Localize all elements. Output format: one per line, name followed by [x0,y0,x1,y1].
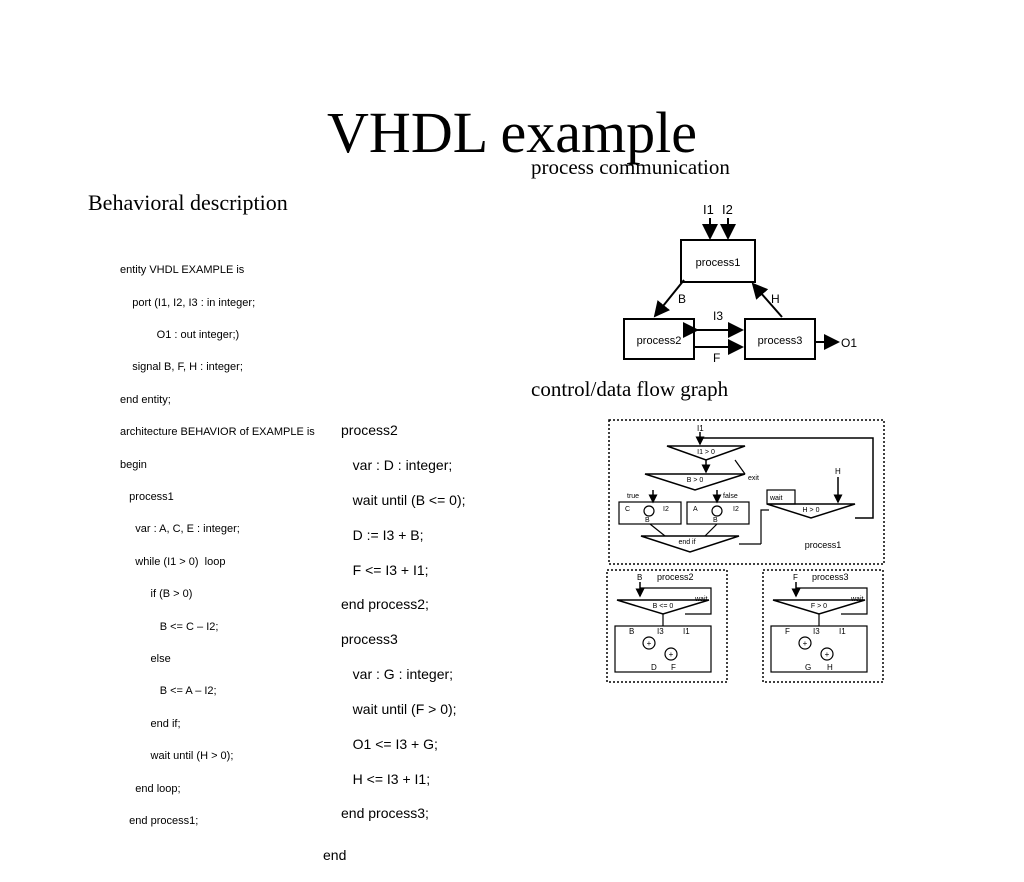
cdfg-exit: exit [748,475,759,482]
process3-label: process3 [758,335,803,347]
code-line: end process1; [120,815,199,828]
process3-node [744,318,816,360]
code-line: D := I3 + B; [341,526,424,543]
code-line: var : G : integer; [341,666,454,683]
cdfg-cond1: I1 > 0 [697,449,715,456]
cdfg-p2-out-d: D [651,663,657,672]
cdfg-p2-op2: + [669,650,674,659]
code-line: process3 [341,631,398,648]
signal-b-label: B [678,292,686,306]
cdfg-wait: wait [769,495,783,502]
cdfg-p3-label: process3 [812,572,849,582]
code-line: var : D : integer; [341,457,453,474]
code-line: end entity; [120,393,171,406]
code-block-process2-3: process2 var : D : integer; wait until (… [323,405,466,882]
code-line: B <= C – I2; [120,620,219,633]
cdfg-p3-out-h: H [827,663,833,672]
code-line: B <= A – I2; [120,685,217,698]
cdfg-p3-input: F [793,573,798,582]
code-line: H <= I3 + I1; [341,770,431,787]
slide-title: VHDL example [327,100,697,165]
signal-f-label: F [713,351,720,365]
process2-label: process2 [637,335,682,347]
input-i1-label: I1 [703,202,714,217]
code-line: while (I1 > 0) loop [120,555,226,568]
cdfg-p3-out-g: G [805,663,811,672]
code-line: else [120,653,171,666]
cdfg-p3-op1: + [803,639,808,648]
code-line: entity VHDL EXAMPLE is [120,264,245,277]
cdfg-p2-out-f: F [671,663,676,672]
cdfg-p2-input: B [637,573,642,582]
cdfg-p2-in-i1: I1 [683,627,690,636]
process2-node [623,318,695,360]
cdfg-op-left-b: I2 [663,506,669,513]
cdfg-cond2: B > 0 [687,477,704,484]
cdfg-op-left-a: C [625,506,630,513]
process1-frame [608,419,885,565]
cdfg-op-right-b: I2 [733,506,739,513]
cdfg-p2-in-b: B [629,627,634,636]
code-line: wait until (B <= 0); [341,492,466,509]
code-line: if (B > 0) [120,588,193,601]
cdfg-wait-in: H [835,467,841,476]
process2-frame [606,569,728,683]
cdfg-op-right-a: A [693,506,698,513]
cdfg-p2-label: process2 [657,572,694,582]
code-line: end if; [120,717,181,730]
cdfg-out-left: B [645,517,650,524]
cdfg-p3-in-f: F [785,627,790,636]
caption-control-data-flow-graph: control/data flow graph [531,377,729,401]
code-line: O1 <= I3 + G; [341,735,438,752]
signal-i3-label: I3 [713,309,723,323]
code-line: process1 [120,491,174,504]
code-line: var : A, C, E : integer; [120,523,240,536]
code-line: end loop; [120,782,181,795]
cdfg-true: true [627,493,639,500]
cdfg-process1-label: process1 [805,540,842,550]
code-line: begin [120,458,147,471]
input-i2-label: I2 [722,202,733,217]
cdfg-endif: end if [678,539,695,546]
cdfg-p2-op1: + [647,639,652,648]
process3-frame [762,569,884,683]
cdfg-p2-cond: B <= 0 [653,603,674,610]
output-o1-label: O1 [841,336,857,350]
process-communication-diagram: I1 I2 process1 process2 process3 B H I3 … [623,202,857,365]
code-line: end process3; [341,805,429,822]
code-line: F <= I3 + I1; [341,561,429,578]
code-line: wait until (H > 0); [120,750,234,763]
code-line: wait until (F > 0); [341,700,457,717]
control-data-flow-graph: I1 I1 > 0 exit B > 0 true false C I2 B A… [606,419,885,683]
code-line: end process2; [341,596,429,613]
process1-label: process1 [696,257,741,269]
cdfg-p3-cond: F > 0 [811,603,827,610]
code-line: O1 : out integer;) [120,329,240,342]
signal-h-label: H [771,292,780,306]
code-block-process1: entity VHDL EXAMPLE is port (I1, I2, I3 … [120,246,315,846]
caption-process-communication: process communication [531,155,730,179]
cdfg-p3-in-i1: I1 [839,627,846,636]
cdfg-p2-in-i3: I3 [657,627,664,636]
code-line: architecture BEHAVIOR of EXAMPLE is [120,426,315,439]
cdfg-p3-op2: + [825,650,830,659]
cdfg-wait-cond: H > 0 [803,507,820,514]
code-line: signal B, F, H : integer; [120,361,243,374]
cdfg-p1-input: I1 [697,424,704,433]
code-line: process2 [341,422,398,439]
cdfg-false: false [723,493,738,500]
cdfg-p3-in-i3: I3 [813,627,820,636]
process1-node [680,239,756,283]
code-line: port (I1, I2, I3 : in integer; [120,296,256,309]
cdfg-out-right: B [713,517,718,524]
caption-behavioral: Behavioral description [88,190,288,215]
code-line: end [323,847,347,864]
